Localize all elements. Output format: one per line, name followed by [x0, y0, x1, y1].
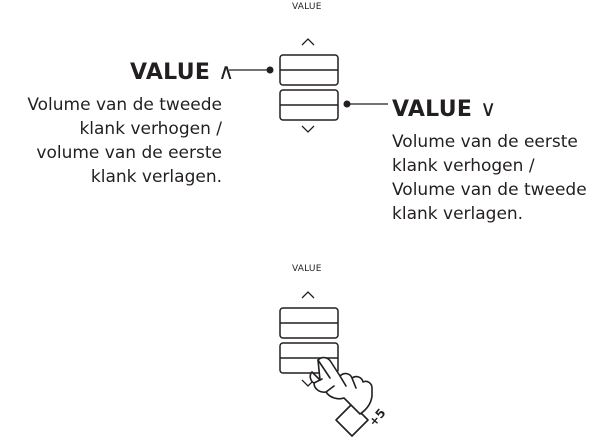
bottom-up-chevron: [301, 291, 315, 299]
left-leader-dot: [266, 66, 274, 74]
right-callout-label: VALUE ∨: [392, 97, 497, 122]
right-desc-line: Volume van de eerste: [392, 132, 578, 152]
right-desc-line: Volume van de tweede: [392, 180, 587, 200]
right-desc-line: klank verhogen /: [392, 156, 535, 176]
left-callout-label: VALUE ∧: [130, 60, 235, 85]
top-up-chevron: [301, 38, 315, 46]
right-leader-dot: [343, 100, 351, 108]
top-down-chevron: [301, 125, 315, 133]
left-callout-description: Volume van de tweede klank verhogen / vo…: [27, 93, 222, 189]
value-up-button[interactable]: [279, 54, 339, 86]
left-desc-line: Volume van de tweede: [27, 95, 222, 115]
right-callout-label-text: VALUE: [392, 97, 473, 122]
up-symbol: ∧: [218, 60, 235, 85]
bottom-value-up-button[interactable]: [279, 307, 339, 339]
left-desc-line: klank verhogen /: [79, 119, 222, 139]
right-desc-line: klank verlagen.: [392, 204, 524, 224]
top-value-heading: VALUE: [292, 2, 322, 12]
right-callout-description: Volume van de eerste klank verhogen / Vo…: [392, 130, 587, 226]
pressing-hand-icon: [309, 356, 373, 437]
value-down-button[interactable]: [279, 89, 339, 121]
left-desc-line: klank verlagen.: [90, 167, 222, 187]
left-callout-label-text: VALUE: [130, 60, 211, 85]
left-desc-line: volume van de eerste: [36, 143, 222, 163]
down-symbol: ∨: [480, 97, 497, 122]
bottom-value-heading: VALUE: [292, 264, 322, 274]
